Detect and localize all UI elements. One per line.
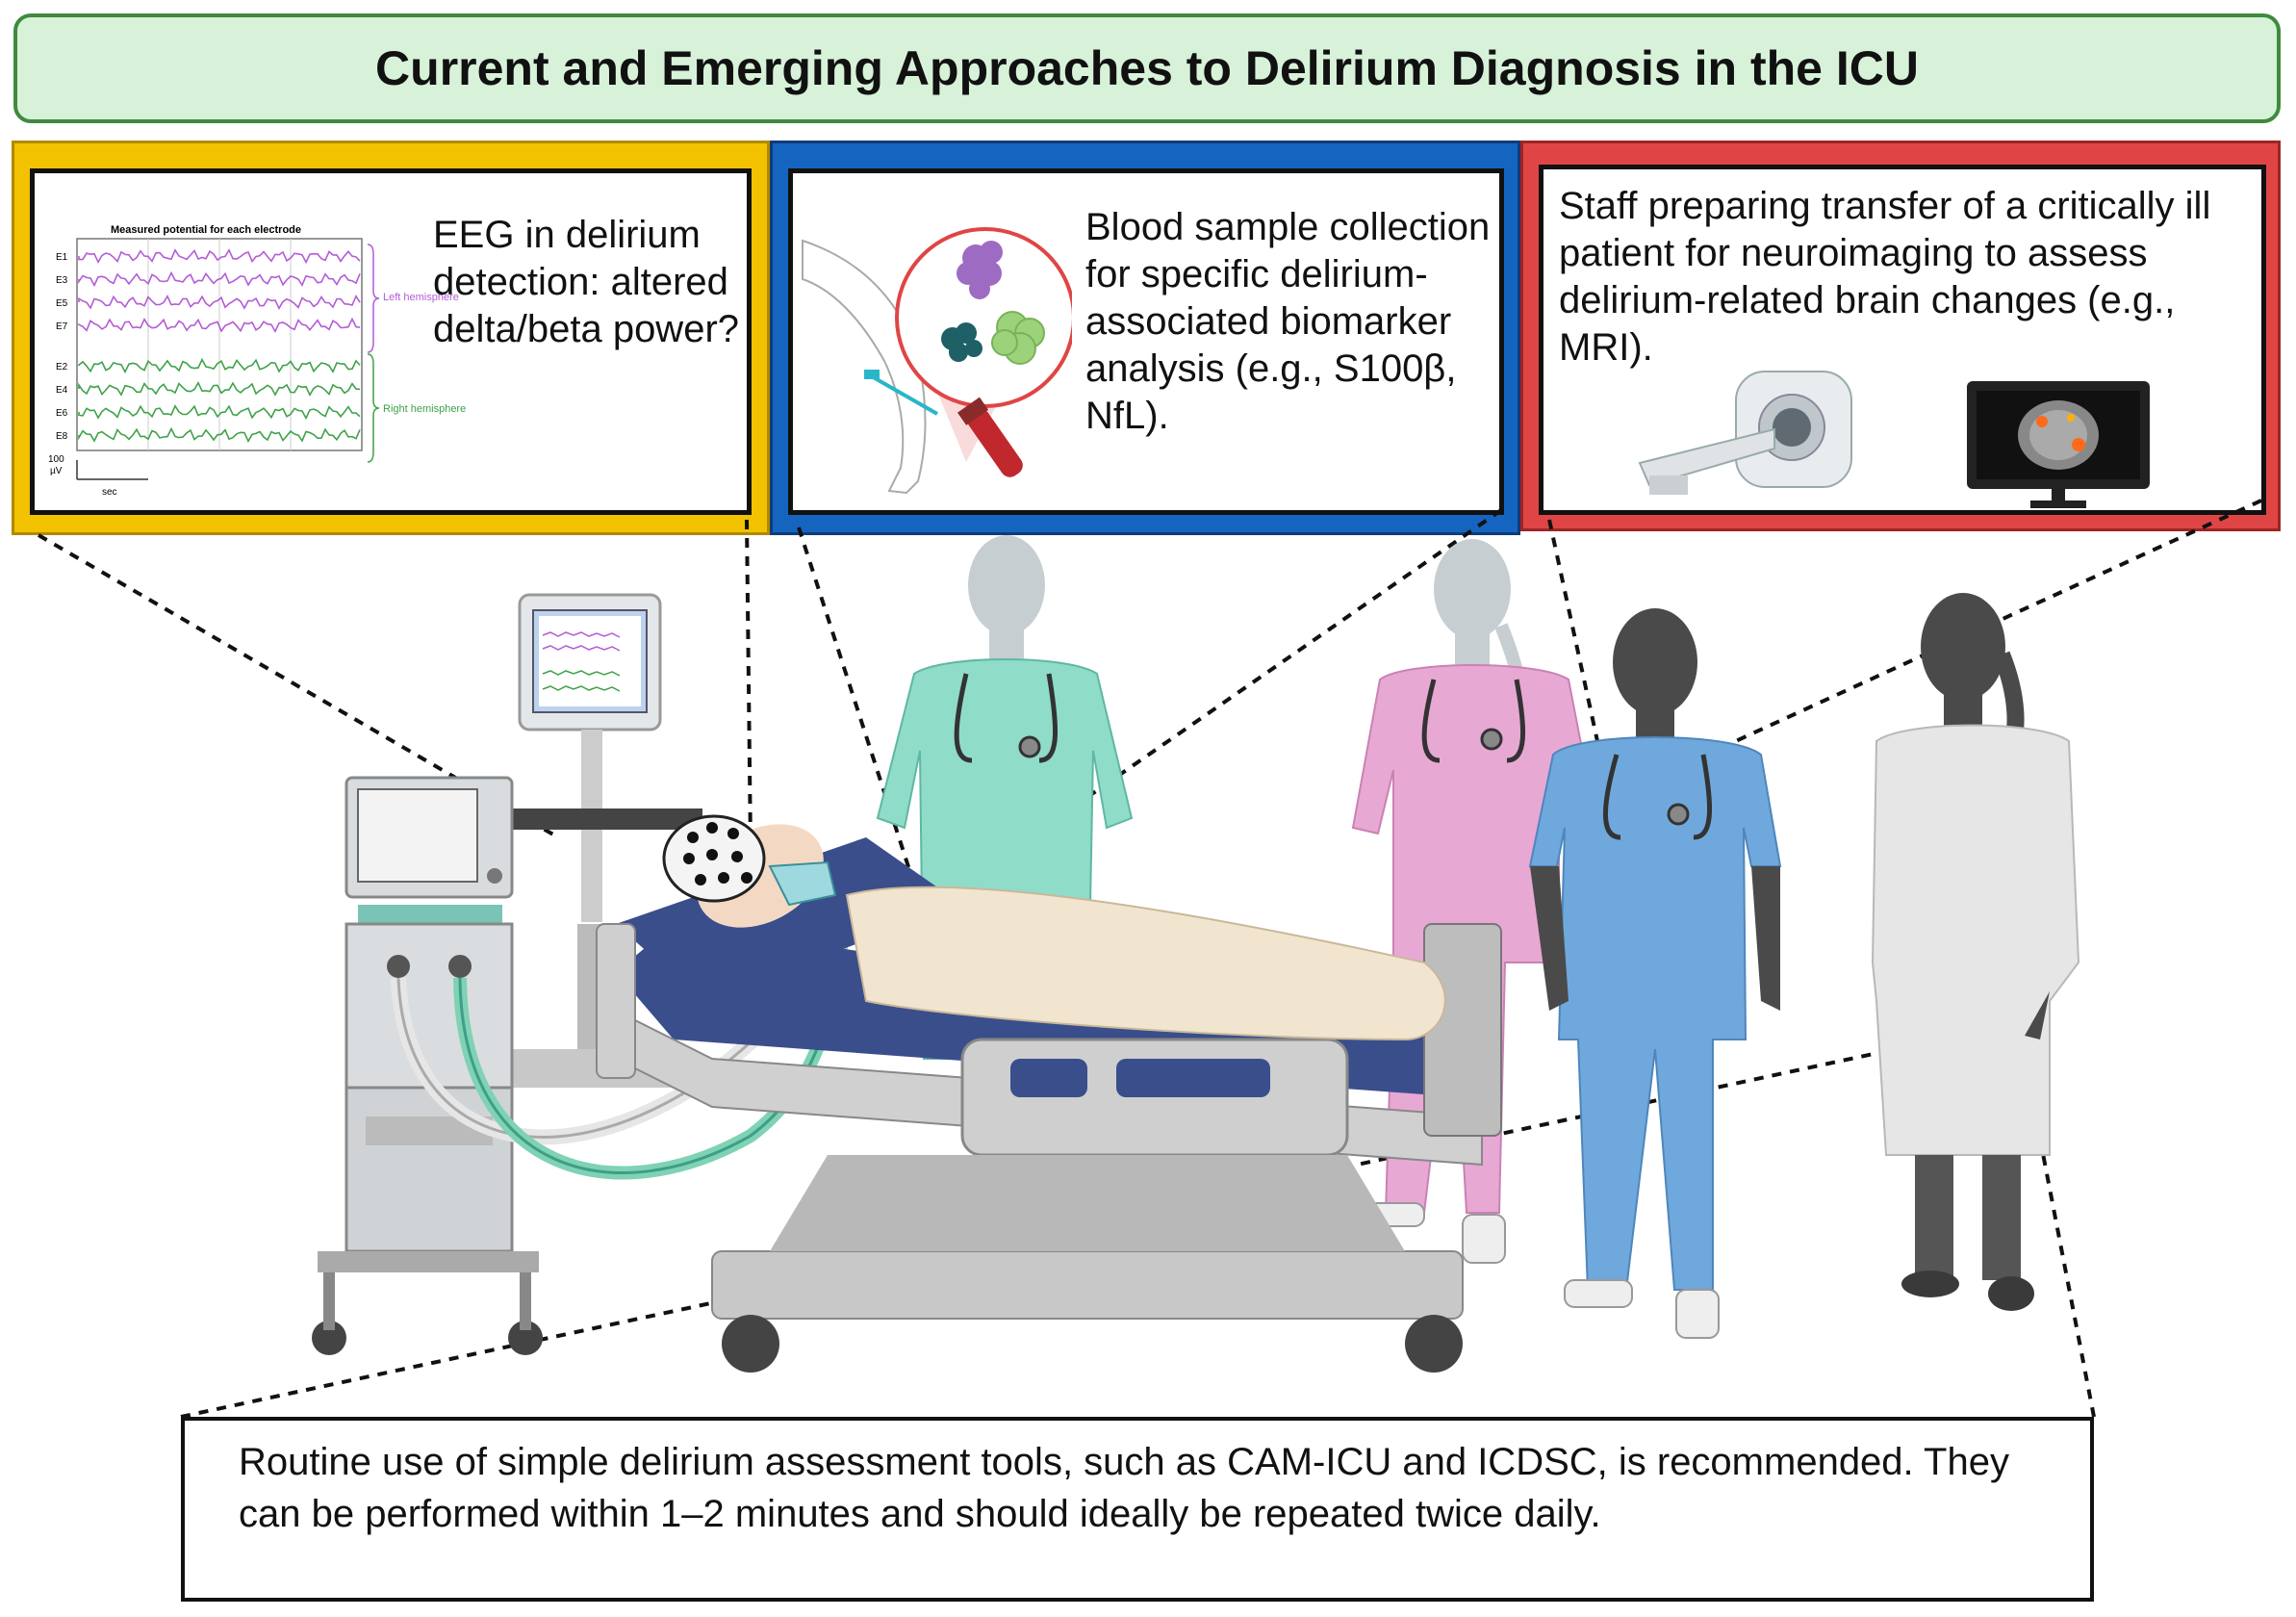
protein-green-icon [991, 311, 1045, 365]
electrode-label-e8: E8 [56, 431, 68, 442]
right-hemisphere-label: Right hemisphere [383, 403, 466, 415]
eeg-left-traces [78, 248, 361, 334]
eeg-panel-inner: Measured potential for each electrode E1… [30, 168, 752, 515]
iv-tube [869, 373, 938, 416]
bottom-note-text: Routine use of simple delirium assessmen… [239, 1441, 2009, 1535]
electrode-label-e3: E3 [56, 275, 68, 286]
icu-bed [596, 814, 1502, 1373]
imaging-illustration [1638, 371, 2150, 508]
blood-panel-text: Blood sample collection for specific del… [1085, 206, 1491, 437]
page-title: Current and Emerging Approaches to Delir… [375, 41, 1919, 95]
blood-panel: Blood sample collection for specific del… [770, 141, 1520, 535]
eeg-trace-e2 [78, 357, 361, 374]
eeg-trace-e1 [78, 248, 361, 265]
electrode-label-e2: E2 [56, 362, 68, 372]
electrode-label-e6: E6 [56, 408, 68, 419]
left-hemisphere-brace [367, 244, 380, 353]
electrode-label-e7: E7 [56, 321, 68, 332]
electrode-label-e5: E5 [56, 298, 68, 309]
eeg-plot: Measured potential for each electrode E1… [48, 224, 466, 498]
imaging-panel: Staff preparing transfer of a critically… [1520, 141, 2281, 531]
eeg-trace-e3 [78, 270, 361, 288]
eeg-trace-e6 [78, 404, 361, 421]
bottom-note-box: Routine use of simple delirium assessmen… [181, 1417, 2094, 1602]
arm-outline [802, 239, 927, 495]
eeg-panel: Measured potential for each electrode E1… [12, 141, 770, 535]
eeg-trace-e5 [78, 294, 361, 311]
nurse-blue-figure [1528, 608, 1782, 1339]
left-hemisphere-label: Left hemisphere [383, 292, 459, 303]
eeg-trace-e4 [78, 380, 361, 398]
eeg-trace-e8 [78, 426, 361, 444]
electrode-label-e1: E1 [56, 252, 68, 263]
doctor-figure [1871, 593, 2080, 1311]
time-unit: sec [102, 487, 117, 498]
imaging-panel-inner: Staff preparing transfer of a critically… [1539, 165, 2266, 515]
cannula [864, 370, 880, 379]
imaging-panel-text: Staff preparing transfer of a critically… [1559, 185, 2211, 369]
scale-unit: µV [50, 466, 63, 476]
protein-teal-icon [941, 322, 982, 362]
title-banner: Current and Emerging Approaches to Delir… [13, 13, 2281, 123]
ventilator-icon [312, 776, 855, 1355]
electrode-label-e4: E4 [56, 385, 68, 396]
blood-illustration [802, 227, 1072, 495]
eeg-trace-e7 [78, 317, 361, 334]
monitor-brain-icon [1967, 381, 2150, 508]
blood-panel-inner: Blood sample collection for specific del… [788, 168, 1504, 515]
blood-tube-icon [957, 397, 1023, 477]
eeg-panel-text: EEG in delirium detection: altered delta… [433, 214, 740, 350]
scale-value: 100 [48, 454, 64, 465]
eeg-plot-title: Measured potential for each electrode [111, 224, 301, 236]
protein-purple-icon [957, 241, 1003, 299]
right-hemisphere-brace [367, 353, 380, 463]
eeg-right-traces [78, 357, 361, 444]
mri-scanner-icon [1638, 371, 1852, 495]
